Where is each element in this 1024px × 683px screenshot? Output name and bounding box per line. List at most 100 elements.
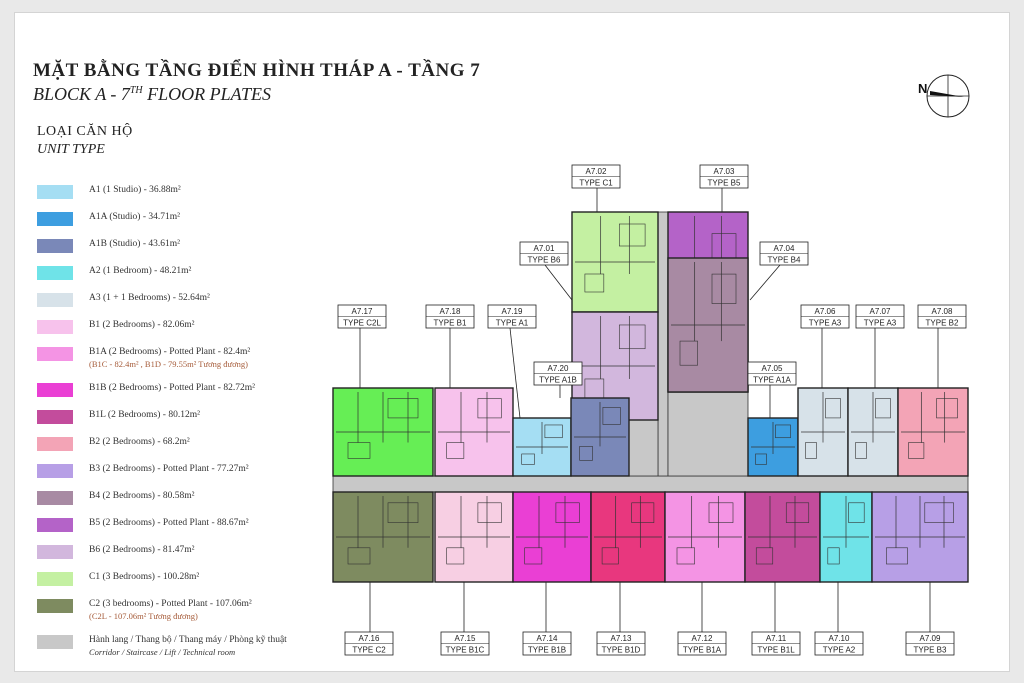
unit-type: TYPE B1L <box>757 646 795 655</box>
legend-swatch <box>37 212 73 226</box>
legend-swatch <box>37 635 73 649</box>
unit-code: A7.07 <box>870 307 891 316</box>
legend-note: (C2L - 107.06m² Tương đương) <box>89 611 198 621</box>
legend-label: C1 (3 Bedrooms) - 100.28m² <box>89 572 200 582</box>
furniture <box>584 273 605 293</box>
legend-label: B2 (2 Bedrooms) - 68.2m² <box>89 437 190 447</box>
furniture <box>601 547 619 565</box>
legend-row: C2 (3 bedrooms) - Potted Plant - 107.06m… <box>37 596 327 622</box>
legend-label: Hành lang / Thang bộ / Thang máy / Phòng… <box>89 635 287 645</box>
legend-row: B2 (2 Bedrooms) - 68.2m² <box>37 434 327 460</box>
vertical-corridor <box>657 211 669 477</box>
unit-code: A7.06 <box>815 307 836 316</box>
furniture <box>886 547 908 565</box>
legend-swatch <box>37 518 73 532</box>
legend-swatch <box>37 572 73 586</box>
unit-type: TYPE A3 <box>809 319 842 328</box>
unit-type: TYPE C2 <box>352 646 386 655</box>
unit-code: A7.17 <box>352 307 373 316</box>
legend-label: B5 (2 Bedrooms) - Potted Plant - 88.67m² <box>89 518 249 528</box>
unit-type: TYPE A1 <box>496 319 529 328</box>
furniture <box>875 398 891 419</box>
furniture <box>908 442 925 459</box>
legend-swatch <box>37 437 73 451</box>
furniture <box>446 547 465 565</box>
legend-label: B6 (2 Bedrooms) - 81.47m² <box>89 545 195 555</box>
legend-label: B1L (2 Bedrooms) - 80.12m² <box>89 410 200 420</box>
furniture <box>477 398 502 419</box>
unit-type: TYPE A2 <box>823 646 856 655</box>
legend-row: B1B (2 Bedrooms) - Potted Plant - 82.72m… <box>37 380 327 406</box>
unit-type: TYPE C1 <box>579 179 613 188</box>
legend-row: A1A (Studio) - 34.71m² <box>37 209 327 235</box>
legend-swatch <box>37 185 73 199</box>
unit-code: A7.08 <box>932 307 953 316</box>
legend-label: A2 (1 Bedroom) - 48.21m² <box>89 266 192 276</box>
legend-row: Hành lang / Thang bộ / Thang máy / Phòng… <box>37 632 327 658</box>
furniture <box>477 502 502 523</box>
legend-note: Corridor / Staircase / Lift / Technical … <box>89 647 236 657</box>
subtitle-tail: FLOOR PLATES <box>142 84 271 104</box>
furniture <box>936 398 958 419</box>
furniture <box>347 547 371 565</box>
legend-label: B1A (2 Bedrooms) - Potted Plant - 82.4m² <box>89 347 251 357</box>
unit-type: TYPE B5 <box>708 179 741 188</box>
legend-row: B5 (2 Bedrooms) - Potted Plant - 88.67m² <box>37 515 327 541</box>
legend-label: A3 (1 + 1 Bedrooms) - 52.64m² <box>89 293 210 303</box>
furniture <box>805 442 817 459</box>
unit-type: TYPE B1A <box>683 646 722 655</box>
legend-swatch <box>37 491 73 505</box>
unit-type: TYPE B1 <box>434 319 467 328</box>
unit-code: A7.16 <box>359 634 380 643</box>
unit-type: TYPE A1B <box>539 376 577 385</box>
furniture <box>618 223 646 247</box>
furniture <box>785 502 810 523</box>
legend-swatch <box>37 545 73 559</box>
unit-type: TYPE B3 <box>914 646 947 655</box>
furniture <box>521 453 535 465</box>
furniture <box>848 502 865 523</box>
furniture <box>387 398 419 419</box>
unit-type: TYPE B1B <box>528 646 566 655</box>
unit-type: TYPE A1A <box>753 376 791 385</box>
compass-letter: N <box>918 81 927 96</box>
unit-type: TYPE B6 <box>528 256 561 265</box>
unit-type: TYPE C2L <box>343 319 381 328</box>
furniture <box>679 340 698 366</box>
unit-type: TYPE B4 <box>768 256 801 265</box>
unit-code: A7.02 <box>586 167 607 176</box>
legend-row: B1A (2 Bedrooms) - Potted Plant - 82.4m²… <box>37 344 327 370</box>
leader-line <box>509 327 521 419</box>
unit-type: TYPE B1C <box>446 646 485 655</box>
unit-code: A7.11 <box>766 634 787 643</box>
legend-row: B1 (2 Bedrooms) - 82.06m² <box>37 317 327 343</box>
legend-swatch <box>37 599 73 613</box>
furniture <box>755 547 774 565</box>
furniture <box>602 407 621 425</box>
furniture <box>631 502 655 523</box>
furniture <box>924 502 954 523</box>
legend-label: A1 (1 Studio) - 36.88m² <box>89 185 181 195</box>
legend-swatch <box>37 383 73 397</box>
furniture <box>387 502 419 523</box>
lift-core-right <box>667 391 749 477</box>
legend-row: B1L (2 Bedrooms) - 80.12m² <box>37 407 327 433</box>
furniture <box>755 453 767 465</box>
main-corridor <box>332 475 969 493</box>
page-title: MẶT BẰNG TẦNG ĐIỂN HÌNH THÁP A - TẦNG 7 <box>33 60 481 81</box>
furniture <box>708 502 734 523</box>
legend-row: A3 (1 + 1 Bedrooms) - 52.64m² <box>37 290 327 316</box>
furniture <box>676 547 695 565</box>
unit-code: A7.10 <box>829 634 850 643</box>
legend-label: A1B (Studio) - 43.61m² <box>89 239 180 249</box>
legend-swatch <box>37 239 73 253</box>
unit-code: A7.14 <box>537 634 558 643</box>
legend-row: B6 (2 Bedrooms) - 81.47m² <box>37 542 327 568</box>
legend-row: A1 (1 Studio) - 36.88m² <box>37 182 327 208</box>
legend-note: (B1C - 82.4m² , B1D - 79.55m² Tương đươn… <box>89 359 248 369</box>
legend-label: B4 (2 Bedrooms) - 80.58m² <box>89 491 195 501</box>
furniture <box>855 442 867 459</box>
unit-type: TYPE B1D <box>602 646 641 655</box>
legend-row: A1B (Studio) - 43.61m² <box>37 236 327 262</box>
